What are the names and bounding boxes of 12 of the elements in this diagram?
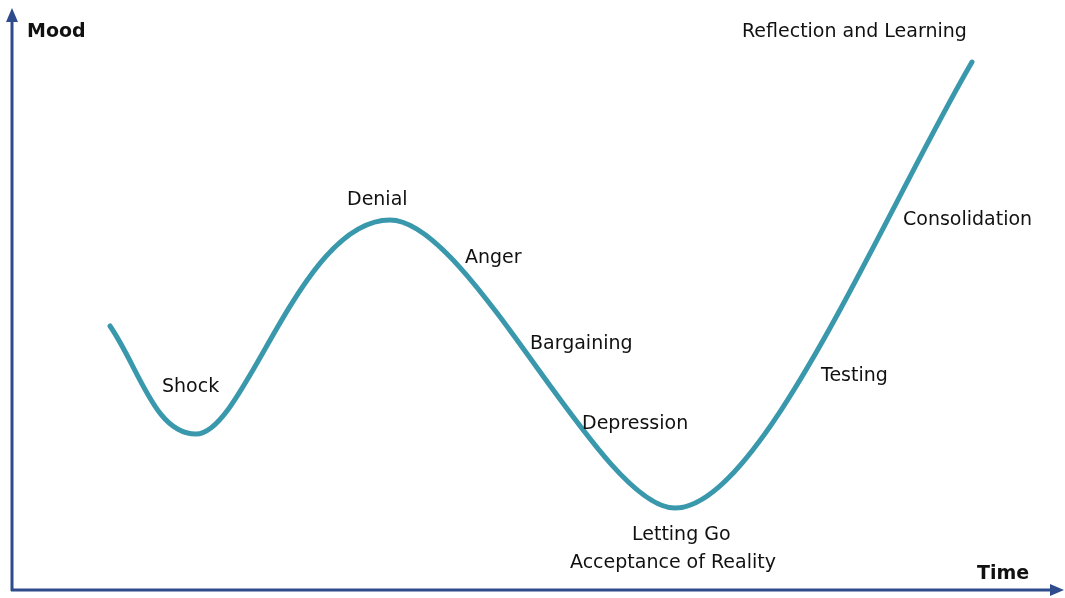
stage-label: Anger — [465, 244, 522, 268]
stage-label: Depression — [582, 410, 689, 434]
stage-label: Denial — [347, 186, 408, 210]
stage-label: Bargaining — [530, 330, 633, 354]
stage-label: Testing — [821, 362, 888, 386]
stage-label: Reflection and Learning — [742, 18, 967, 42]
axis-label: Mood — [27, 18, 86, 42]
axis-label: Time — [977, 560, 1030, 584]
stage-label: Acceptance of Reality — [570, 549, 776, 573]
stage-label: Shock — [162, 373, 220, 397]
stage-label: Consolidation — [903, 206, 1033, 230]
stage-label: Letting Go — [632, 521, 731, 545]
